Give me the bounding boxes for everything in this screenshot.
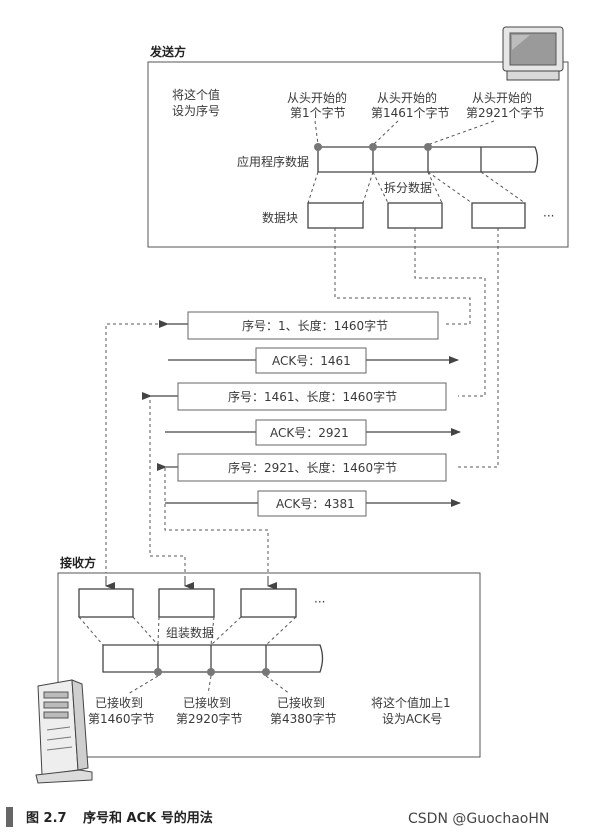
marker2-line2: 第1461个字节 — [371, 105, 450, 120]
seg2-box — [177, 382, 447, 411]
ack3-box — [257, 490, 367, 517]
ack3-label: ACK号：4381 — [276, 497, 355, 511]
seg1-box — [187, 311, 439, 340]
receiver-note-line1: 将这个值加上1 — [371, 695, 451, 710]
recv-dot-1 — [154, 668, 162, 676]
chunks-label: 数据块 — [262, 210, 298, 225]
receiver-chunk-3 — [240, 588, 297, 618]
receiver-chunk-2 — [158, 588, 215, 618]
seg1-label: 序号：1、长度：1460字节 — [242, 318, 388, 333]
seg3-label: 序号：2921、长度：1460字节 — [228, 460, 397, 475]
ack2-box — [255, 419, 367, 446]
ack2-label: ACK号：2921 — [270, 426, 349, 440]
figure-caption: 序号和 ACK 号的用法 — [83, 810, 213, 826]
recv2-line2: 第2920字节 — [176, 711, 243, 726]
recv3-line2: 第4380字节 — [270, 711, 337, 726]
marker-dot-2 — [369, 143, 377, 151]
sender-ellipsis: ··· — [543, 209, 554, 223]
receiver-chunk-1 — [78, 588, 134, 618]
app-data-label: 应用程序数据 — [237, 154, 309, 169]
sender-note-line1: 将这个值 — [172, 87, 220, 102]
leader-3 — [429, 120, 495, 145]
received-data-bar — [102, 644, 324, 673]
figure-number: 图 2.7 — [26, 811, 67, 826]
marker3-line1: 从头开始的 — [472, 90, 532, 105]
recv-dot-2 — [207, 668, 215, 676]
app-data-bar — [317, 146, 539, 173]
sender-note-line2: 设为序号 — [172, 103, 220, 118]
receiver-note-line2: 设为ACK号 — [382, 712, 442, 726]
sender-panel: 发送方 将这个值 设为序号 从头开始的 第1个字节 从头开始的 第1461个字节… — [147, 26, 569, 248]
split-label: 拆分数据 — [384, 180, 432, 195]
monitor-icon — [502, 26, 564, 81]
sender-chunk-2 — [387, 202, 443, 229]
marker-dot-1 — [314, 143, 322, 151]
seg3-box — [177, 453, 447, 482]
caption-bar — [6, 807, 13, 827]
split-lines — [307, 171, 526, 204]
assemble-lines — [78, 616, 297, 646]
ack1-label: ACK号：1461 — [272, 354, 351, 368]
recv1-line1: 已接收到 — [95, 695, 143, 710]
receiver-ellipsis: ··· — [314, 595, 325, 609]
marker-dot-3 — [424, 143, 432, 151]
recv-dot-3 — [262, 668, 270, 676]
ack1-box — [255, 347, 367, 374]
marker1-line2: 第1个字节 — [290, 105, 346, 120]
recv2-line1: 已接收到 — [183, 695, 231, 710]
sender-chunk-1 — [307, 202, 364, 229]
leader-1 — [314, 120, 319, 145]
sender-title: 发送方 — [149, 44, 186, 59]
watermark: CSDN @GuochaoHN — [408, 811, 549, 827]
recv3-line1: 已接收到 — [277, 695, 325, 710]
recv-leaders — [127, 675, 291, 695]
marker1-line1: 从头开始的 — [287, 90, 347, 105]
assemble-label: 组装数据 — [166, 625, 214, 640]
receiver-panel: 接收方 ··· 组装数据 — [57, 555, 481, 758]
marker3-line2: 第2921个字节 — [466, 105, 545, 120]
sender-chunk-3 — [471, 202, 526, 229]
server-icon — [35, 679, 93, 784]
seg2-label: 序号：1461、长度：1460字节 — [228, 389, 397, 404]
marker2-line1: 从头开始的 — [377, 90, 437, 105]
receiver-title: 接收方 — [60, 555, 96, 570]
recv1-line2: 第1460字节 — [88, 711, 155, 726]
